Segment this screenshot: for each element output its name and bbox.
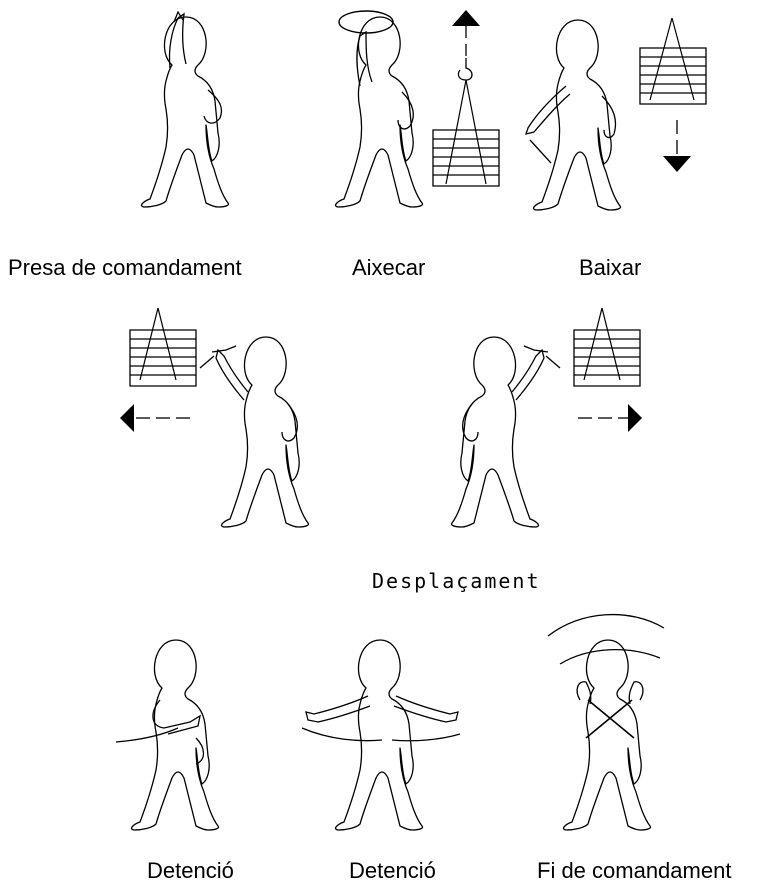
figure-fi-de-comandament [548,615,664,830]
load-desplacament-right [574,308,642,432]
figure-desplacament-left [200,337,309,527]
figure-baixar [526,20,621,210]
figure-detencio-1 [116,640,219,830]
label-baixar: Baixar [579,255,641,281]
label-aixecar: Aixecar [352,255,425,281]
label-detencio-1: Detenció [147,858,234,884]
load-aixecar [433,10,499,186]
figure-aixecar [336,11,423,207]
label-desplacament: Desplaçament [372,568,541,594]
load-desplacament-left [120,308,196,432]
load-baixar [640,18,706,172]
figure-desplacament-right [451,337,560,527]
figure-detencio-2 [302,640,460,830]
label-fi-de-comandament: Fi de comandament [537,858,731,884]
figure-presa-de-comandament [142,12,229,207]
label-detencio-2: Detenció [349,858,436,884]
label-presa-de-comandament: Presa de comandament [8,255,242,281]
